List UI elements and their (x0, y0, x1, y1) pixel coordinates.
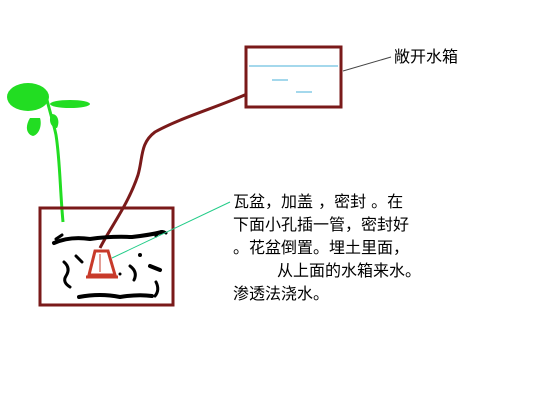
tank-label-leader (342, 56, 392, 72)
flower-bed-outline (38, 206, 175, 307)
plant-leaf (7, 83, 49, 111)
soil-mark (77, 293, 154, 300)
plant (7, 83, 90, 223)
open-water-tank (244, 45, 343, 109)
pot-body (87, 249, 117, 277)
description-pointer-line (111, 201, 231, 259)
soil-marks (52, 230, 168, 300)
soil-mark (54, 233, 64, 241)
soil-mark (138, 253, 142, 257)
soil-mark (118, 272, 122, 276)
plant-leaf (26, 118, 41, 136)
plant-leaf (49, 114, 59, 128)
description-line: 渗透法浇水。 (233, 284, 330, 303)
soil-mark (62, 260, 72, 289)
description-line: 从上面的水箱来水。 (277, 261, 422, 280)
plant-stem (45, 99, 65, 223)
description-line: 下面小孔插一管，密封好 (233, 215, 410, 234)
hose (98, 92, 248, 249)
tank-outline (244, 45, 343, 109)
soil-mark (153, 280, 160, 298)
tank-label: 敞开水箱 (394, 47, 459, 66)
plant-leaf (50, 100, 90, 108)
soil-mark (128, 264, 137, 282)
soil-mark (74, 254, 84, 264)
soil-mark (52, 230, 164, 245)
inverted-clay-pot (86, 249, 118, 279)
soil-mark (148, 264, 162, 272)
description-line: 。花盆倒置。埋土里面， (233, 238, 410, 257)
description-line: 瓦盆，加盖 ，密封 。在 (233, 192, 404, 211)
